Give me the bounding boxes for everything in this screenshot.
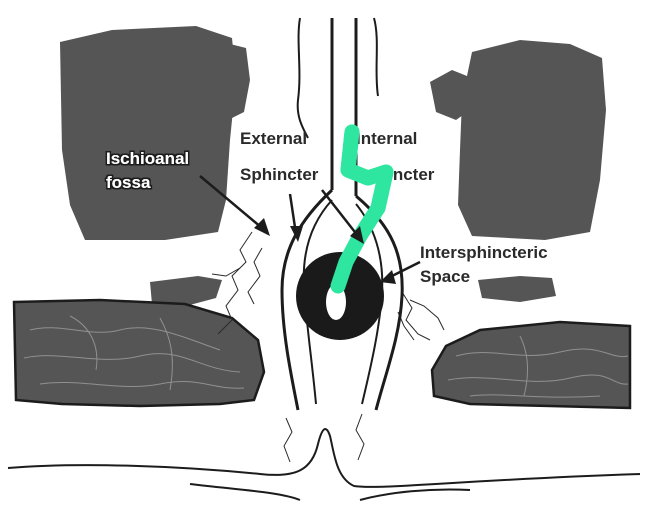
skin-contour	[8, 429, 640, 500]
external-sphincter-label-line1: External	[240, 129, 307, 148]
internal-sphincter-label-line1: Internal	[356, 129, 417, 148]
intersphincteric-label-line1: Intersphincteric	[420, 243, 548, 262]
left-levator-segment	[150, 276, 222, 306]
ischioanal-label-line1: Ischioanal	[106, 149, 189, 168]
right-upper-muscle	[458, 40, 606, 240]
left-lower-gluteal	[14, 300, 264, 406]
intersphincteric-label-line2: Space	[420, 267, 470, 286]
right-upper-muscle-lobe	[430, 70, 472, 120]
right-lower-gluteal	[432, 322, 630, 408]
left-upper-muscle	[60, 26, 236, 240]
ischioanal-label-line2: fossa	[106, 173, 151, 192]
external-sphincter-label-line2: Sphincter	[240, 165, 319, 184]
right-levator-segment	[478, 276, 556, 302]
